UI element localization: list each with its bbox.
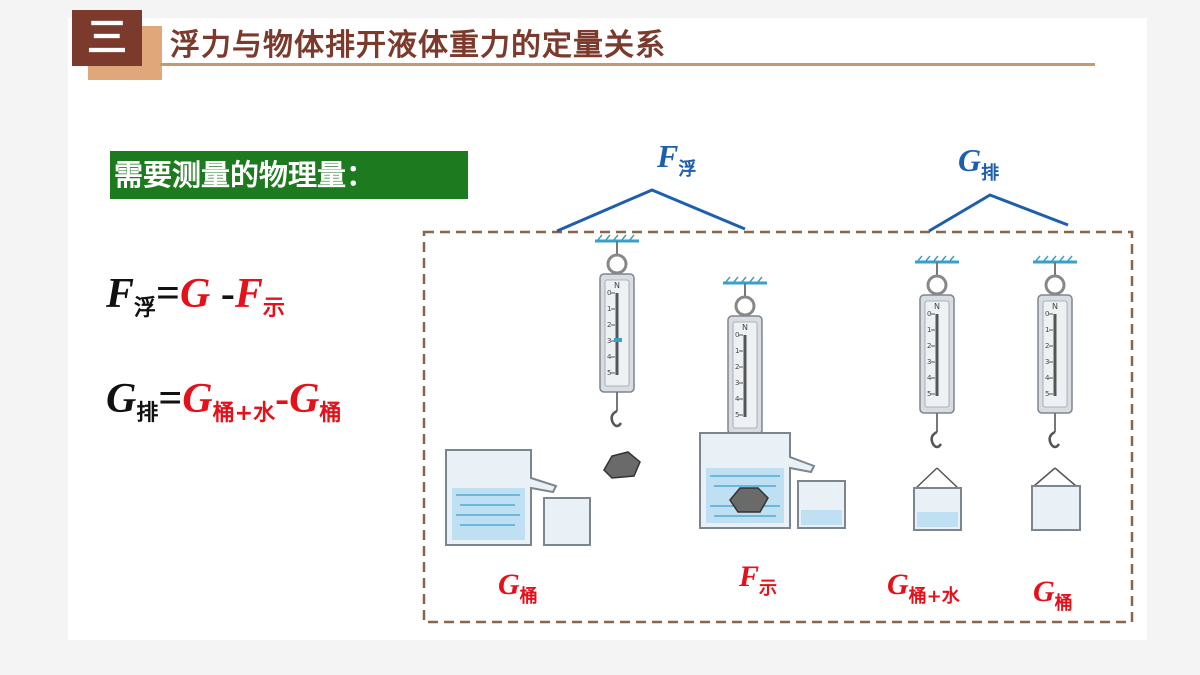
formula-displaced: G排=G桶+水-G桶 <box>106 375 341 427</box>
experiment-frame <box>422 230 1134 624</box>
label-g-disp-sub: 排 <box>981 163 1000 184</box>
formula2-g-sub: 排 <box>136 401 159 426</box>
caption-bucket-water-weight: G桶+水 <box>887 568 960 608</box>
section-number: 三 <box>72 10 142 66</box>
label-g-disp-main: G <box>958 142 982 178</box>
label-g-displaced: G排 <box>958 142 999 185</box>
formula1-minus: - <box>210 271 235 317</box>
caption-2-sub: 桶+水 <box>908 586 960 607</box>
label-f-float-sub: 浮 <box>678 159 697 180</box>
caption-3-sub: 桶 <box>1054 593 1073 614</box>
label-f-float-main: F <box>657 138 679 174</box>
formula2-g2: G <box>289 376 320 422</box>
rock-in-air <box>603 451 641 479</box>
spring-scale-1 <box>593 233 641 428</box>
overflow-cup-with-rock <box>699 432 816 529</box>
spring-scale-4 <box>1031 254 1079 449</box>
bucket-empty <box>1031 467 1081 531</box>
formula1-g: G <box>179 271 211 317</box>
caption-0-main: G <box>498 568 520 601</box>
formula1-eq: = <box>156 271 180 317</box>
caption-1-sub: 示 <box>759 578 778 599</box>
caption-0-sub: 桶 <box>519 586 538 607</box>
brace-f-float <box>556 188 746 233</box>
scale-1-pointer <box>614 338 622 342</box>
label-f-float: F浮 <box>657 138 696 181</box>
catch-bucket-empty <box>543 497 591 546</box>
formula1-f-sub: 浮 <box>134 296 157 321</box>
formula2-minus: - <box>275 376 290 422</box>
catch-bucket-filling <box>797 480 846 529</box>
caption-2-main: G <box>887 568 909 601</box>
brace-g-displaced <box>928 193 1069 233</box>
caption-3-main: G <box>1033 575 1055 608</box>
formula-buoyancy: F浮=G -F示 <box>106 270 285 322</box>
formula2-g2-sub: 桶 <box>319 401 342 426</box>
measure-label: 需要测量的物理量： <box>110 151 468 199</box>
formula2-g1-sub: 桶+水 <box>212 401 276 426</box>
formula1-f: F <box>106 271 135 317</box>
caption-scale-reading: F示 <box>739 560 777 600</box>
formula2-g: G <box>106 376 137 422</box>
formula2-g1: G <box>182 376 213 422</box>
slide-title: 浮力与物体排开液体重力的定量关系 <box>170 28 666 63</box>
formula2-eq: = <box>158 376 183 422</box>
overflow-cup-full <box>445 449 558 546</box>
formula1-f2: F <box>234 271 263 317</box>
caption-empty-bucket-weight: G桶 <box>1033 575 1073 615</box>
bucket-with-water <box>913 467 962 531</box>
formula1-f2-sub: 示 <box>262 296 285 321</box>
caption-bucket-weight: G桶 <box>498 568 538 608</box>
title-underline <box>160 63 1095 66</box>
caption-1-main: F <box>739 560 760 593</box>
spring-scale-3 <box>913 254 961 449</box>
